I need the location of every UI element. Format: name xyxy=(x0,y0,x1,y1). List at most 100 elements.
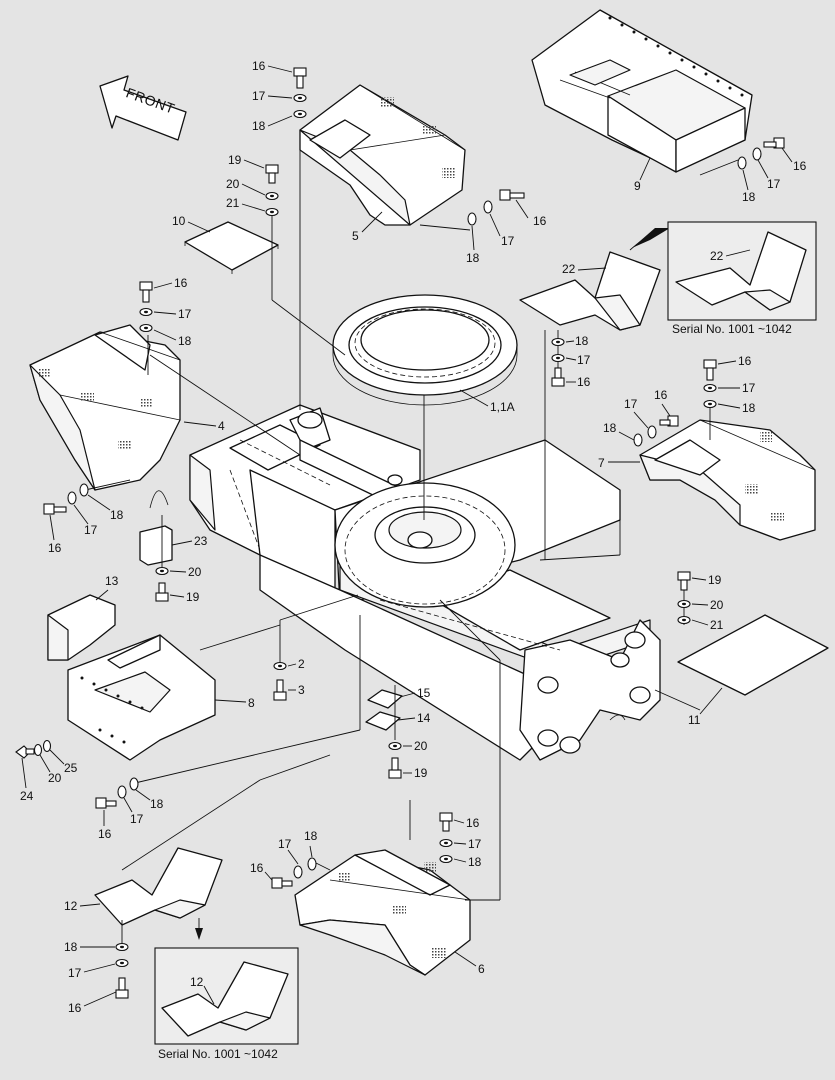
washer-icon xyxy=(117,785,127,799)
bolt-icon xyxy=(763,137,785,149)
callout-22: 22 xyxy=(562,262,576,276)
bolt-icon xyxy=(139,281,153,303)
part-22-bracket xyxy=(519,251,661,331)
callout-17: 17 xyxy=(178,307,192,321)
callout-9: 9 xyxy=(634,179,641,193)
callout-16: 16 xyxy=(174,276,188,290)
part-8-box xyxy=(67,634,216,761)
washer-icon xyxy=(388,741,402,751)
part-9-rear-cover xyxy=(531,9,753,173)
callout-18: 18 xyxy=(603,421,617,435)
callout-8: 8 xyxy=(248,696,255,710)
washer-icon xyxy=(677,615,691,625)
callout-17: 17 xyxy=(278,837,292,851)
part-14-gasket xyxy=(365,711,401,731)
bolt-icon xyxy=(439,812,453,832)
callout-16: 16 xyxy=(98,827,112,841)
callout-17: 17 xyxy=(68,966,82,980)
bolt-icon xyxy=(499,189,525,201)
washer-icon xyxy=(42,739,52,753)
callout-21: 21 xyxy=(710,618,724,632)
bolt-icon xyxy=(265,164,279,184)
washer-icon xyxy=(467,212,477,226)
callout-16: 16 xyxy=(793,159,807,173)
callout-18: 18 xyxy=(150,797,164,811)
callout-19: 19 xyxy=(228,153,242,167)
callout-4: 4 xyxy=(218,419,225,433)
callout-14: 14 xyxy=(417,711,431,725)
bolt-icon xyxy=(388,757,402,779)
callout-21: 21 xyxy=(226,196,240,210)
callout-18: 18 xyxy=(252,119,266,133)
callout-18: 18 xyxy=(742,190,756,204)
washer-icon xyxy=(67,491,77,505)
callout-20: 20 xyxy=(710,598,724,612)
callout-17: 17 xyxy=(468,837,482,851)
washer-icon xyxy=(307,857,317,871)
callout-16: 16 xyxy=(250,861,264,875)
wing-bolt-icon xyxy=(15,745,35,759)
callout-16: 16 xyxy=(252,59,266,73)
washer-icon xyxy=(551,337,565,347)
callout-18: 18 xyxy=(64,940,78,954)
callout-18: 18 xyxy=(304,829,318,843)
callout-20: 20 xyxy=(48,771,62,785)
callout-1-1a: 1,1A xyxy=(490,400,515,414)
part-13-cover xyxy=(47,594,116,661)
bolt-icon xyxy=(155,582,169,602)
washer-icon xyxy=(139,307,153,317)
callout-16: 16 xyxy=(466,816,480,830)
hardware xyxy=(15,67,785,999)
callout-18: 18 xyxy=(742,401,756,415)
callout-19: 19 xyxy=(186,590,200,604)
washer-icon xyxy=(129,777,139,791)
callout-20: 20 xyxy=(414,739,428,753)
washer-icon xyxy=(273,661,287,671)
callout-2: 2 xyxy=(298,657,305,671)
callout-20: 20 xyxy=(188,565,202,579)
washer-icon xyxy=(293,109,307,119)
callout-17: 17 xyxy=(577,353,591,367)
washer-icon xyxy=(115,958,129,968)
callout-7: 7 xyxy=(598,456,605,470)
callout-18: 18 xyxy=(575,334,589,348)
leader-lines xyxy=(84,135,739,950)
callout-3: 3 xyxy=(298,683,305,697)
washer-icon xyxy=(677,599,691,609)
part-4-left-cover xyxy=(29,324,181,491)
washer-icon xyxy=(265,207,279,217)
callout-16: 16 xyxy=(533,214,547,228)
washer-icon xyxy=(703,383,717,393)
callout-12: 12 xyxy=(64,899,78,913)
washer-icon xyxy=(647,425,657,439)
bolt-icon xyxy=(95,797,117,809)
washer-icon xyxy=(752,147,762,161)
bolt-icon xyxy=(273,679,287,701)
callout-16: 16 xyxy=(48,541,62,555)
callout-17: 17 xyxy=(742,381,756,395)
washer-icon xyxy=(551,353,565,363)
washer-icon xyxy=(155,566,169,576)
callout-16: 16 xyxy=(654,388,668,402)
callout-17: 17 xyxy=(252,89,266,103)
callout-18: 18 xyxy=(466,251,480,265)
inset-bottom-caption: Serial No. 1001 ~1042 xyxy=(158,1047,278,1061)
inset-arrow-icon xyxy=(632,228,670,248)
callout-17: 17 xyxy=(501,234,515,248)
bolt-icon xyxy=(293,67,307,89)
callout-17: 17 xyxy=(84,523,98,537)
bolt-icon xyxy=(703,359,717,381)
part-12-bracket xyxy=(94,847,223,926)
callout-6: 6 xyxy=(478,962,485,976)
washer-icon xyxy=(439,838,453,848)
part-6-front-cover xyxy=(294,849,471,976)
inset-top-right: Serial No. 1001 ~1042 xyxy=(667,221,817,336)
callout-19: 19 xyxy=(414,766,428,780)
bolt-icon xyxy=(43,503,67,515)
inset-bottom: Serial No. 1001 ~1042 xyxy=(154,947,299,1061)
callout-18: 18 xyxy=(468,855,482,869)
washer-icon xyxy=(737,156,747,170)
washer-icon xyxy=(293,93,307,103)
front-arrow-icon: FRONT xyxy=(99,75,187,141)
